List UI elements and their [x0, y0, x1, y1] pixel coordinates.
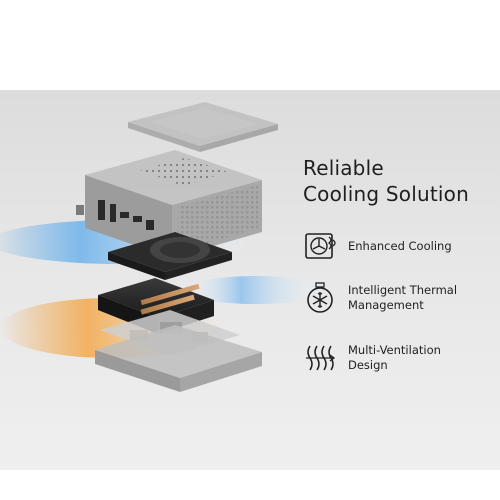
feature-label-line: Enhanced Cooling	[348, 238, 452, 253]
chassis	[76, 150, 262, 258]
feature-label: Multi-Ventilation Design	[348, 343, 488, 373]
feature-enhanced-cooling: Enhanced Cooling	[300, 226, 488, 266]
thermal-snowflake-icon	[300, 278, 340, 318]
cooling-fan	[108, 232, 232, 280]
ventilation-icon	[300, 338, 340, 378]
feature-label-line: Management	[348, 298, 424, 312]
headline-line-2: Cooling Solution	[303, 182, 469, 206]
feature-label-line: Intelligent Thermal	[348, 283, 458, 297]
feature-label-line: Design	[348, 358, 388, 372]
headline: Reliable Cooling Solution	[303, 155, 469, 207]
headline-line-1: Reliable	[303, 156, 384, 180]
feature-label-line: Multi-Ventilation	[348, 343, 441, 357]
fan-cooling-icon	[300, 226, 340, 266]
feature-label: Intelligent Thermal Management	[348, 283, 488, 313]
feature-intelligent-thermal: Intelligent Thermal Management	[300, 278, 488, 318]
feature-multi-ventilation: Multi-Ventilation Design	[300, 338, 488, 378]
top-lid	[128, 102, 278, 152]
feature-label: Enhanced Cooling	[348, 239, 488, 254]
cool-airflow-exhaust	[185, 276, 325, 304]
bottom-base	[95, 325, 262, 392]
